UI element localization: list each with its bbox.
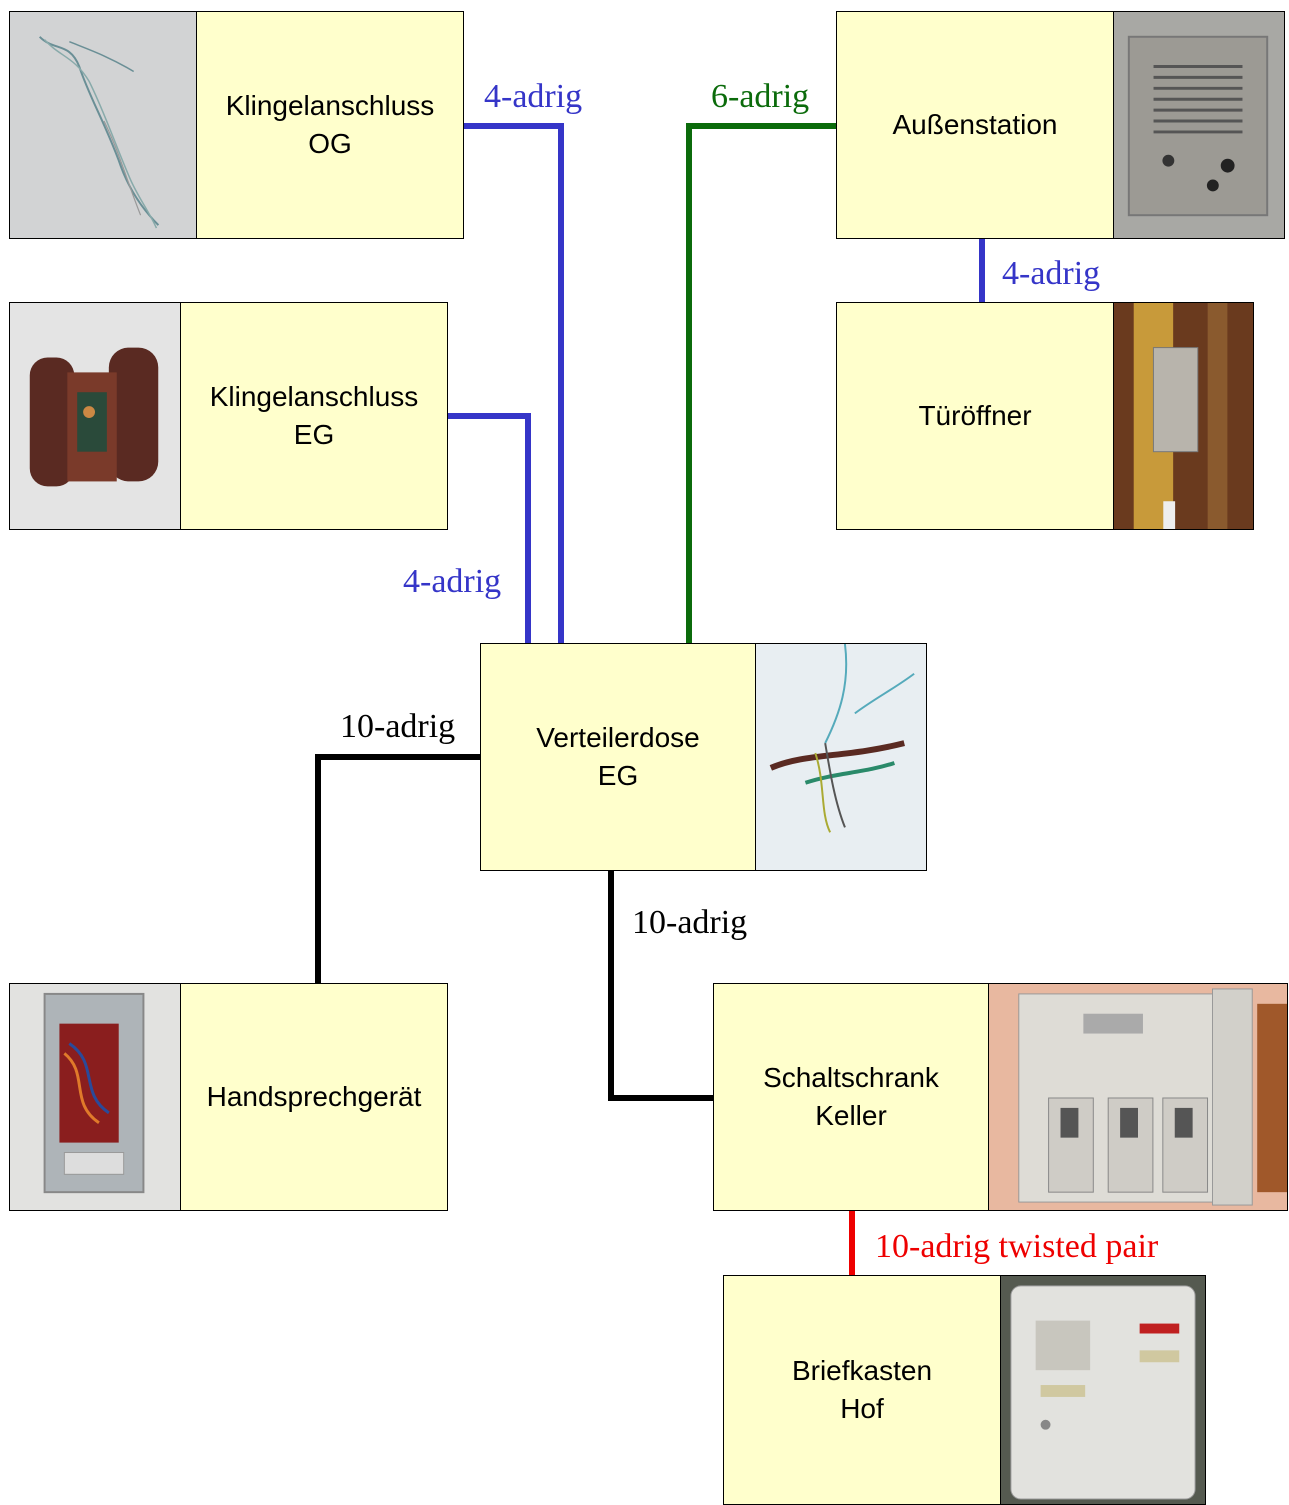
wire-label-aussenstation: 6-adrig [711,78,810,115]
node-sublabel: Hof [840,1393,884,1424]
node-label: Verteilerdose [536,722,700,753]
wire-label-schaltschrank: 10-adrig [632,904,748,941]
node-sublabel: OG [308,128,352,159]
node-sublabel: Keller [815,1100,887,1131]
wire-label-tueroeffner: 4-adrig [1002,255,1101,292]
cabinet-photo [988,983,1288,1211]
node-schaltschrank: Schaltschrank Keller [713,983,989,1211]
node-tueroeffner: Türöffner [836,302,1114,530]
node-sublabel: EG [597,760,639,791]
handset-photo [9,983,181,1211]
wire-klingel-og [463,123,564,643]
node-briefkasten: Briefkasten Hof [723,1275,1001,1505]
node-label: Klingelanschluss [225,90,435,121]
wire-handsprech [315,754,480,983]
node-aussenstation: Außenstation [836,11,1114,239]
wire-schaltschrank [608,870,713,1101]
wire-label-handsprech: 10-adrig [340,708,456,745]
node-label: Handsprechgerät [206,1081,422,1112]
node-label: Außenstation [892,109,1058,140]
wire-bundle-photo [9,11,197,239]
mailbox-photo [1000,1275,1206,1505]
door-intercom-photo [1113,11,1285,239]
node-klingelanschluss-og: Klingelanschluss OG [196,11,464,239]
node-label: Schaltschrank [763,1062,939,1093]
node-label: Klingelanschluss [209,381,419,412]
node-label: Türöffner [918,400,1032,431]
junction-box-photo [755,643,927,871]
bell-unit-photo [9,302,181,530]
node-verteilerdose: Verteilerdose EG [480,643,756,871]
node-label: Briefkasten [791,1355,933,1386]
wire-klingel-eg [447,413,531,643]
node-handsprechgeraet: Handsprechgerät [180,983,448,1211]
node-sublabel: EG [293,419,335,450]
door-opener-photo [1113,302,1254,530]
node-klingelanschluss-eg: Klingelanschluss EG [180,302,448,530]
wire-label-briefkasten: 10-adrig twisted pair [875,1228,1159,1265]
wire-label-klingel-og: 4-adrig [484,78,583,115]
wire-label-klingel-eg: 4-adrig [403,563,502,600]
wire-aussenstation [686,123,836,643]
